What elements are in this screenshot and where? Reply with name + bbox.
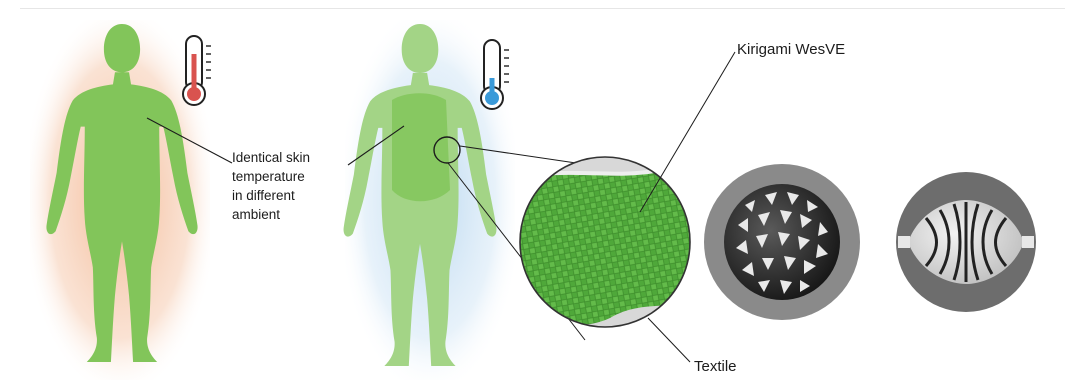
identical-skin-label: Identical skin temperature in different … [232,148,310,224]
identical-line-1: Identical skin [232,148,310,167]
identical-line-3: in different [232,186,310,205]
kirigami-label: Kirigami WesVE [737,40,845,59]
kirigami-lozenge-photo [896,172,1036,312]
kirigami-sphere-photo [704,164,860,320]
textile-label: Textile [694,357,737,376]
identical-line-2: temperature [232,167,310,186]
magnified-textile-view [515,155,700,335]
identical-line-4: ambient [232,205,310,224]
wearable-jacket [392,93,450,201]
